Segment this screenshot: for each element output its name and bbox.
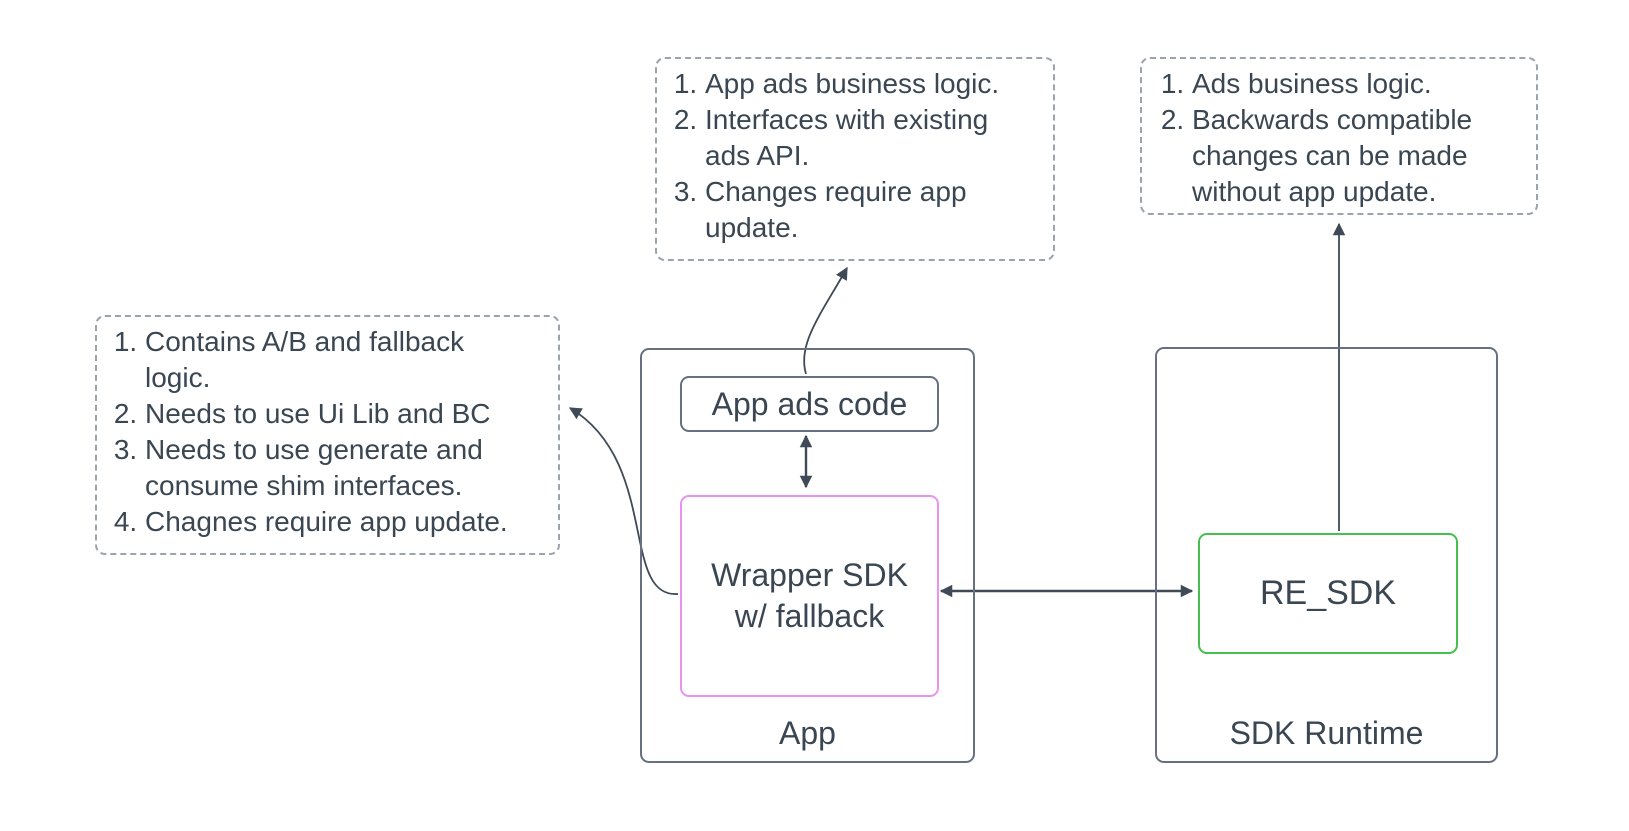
- re-sdk-node: RE_SDK: [1198, 533, 1458, 654]
- app-container-label: App: [779, 715, 836, 751]
- note-re-sdk: Ads business logic. Backwards compatible…: [1140, 57, 1538, 215]
- wrapper-sdk-node: Wrapper SDK w/ fallback: [680, 495, 939, 697]
- note-item: Contains A/B and fallback logic.: [145, 324, 514, 396]
- note-item: Ads business logic.: [1192, 66, 1498, 102]
- note-item: Chagnes require app update.: [145, 504, 514, 540]
- note-item: Changes require app update.: [705, 174, 1023, 246]
- note-item: Interfaces with existing ads API.: [705, 102, 1023, 174]
- app-ads-code-node: App ads code: [680, 376, 939, 432]
- wrapper-sdk-label: Wrapper SDK w/ fallback: [711, 557, 908, 634]
- note-item: Needs to use Ui Lib and BC: [145, 396, 514, 432]
- re-sdk-label: RE_SDK: [1259, 574, 1397, 612]
- note-item: Backwards compatible changes can be made…: [1192, 102, 1498, 210]
- note-item: App ads business logic.: [705, 66, 1023, 102]
- note-re-sdk-list: Ads business logic. Backwards compatible…: [1152, 66, 1498, 210]
- note-app-ads: App ads business logic. Interfaces with …: [655, 57, 1055, 261]
- app-container: App ads code Wrapper SDK w/ fallback App: [640, 348, 975, 763]
- sdk-runtime-container: RE_SDK SDK Runtime: [1155, 347, 1498, 763]
- app-ads-code-label: App ads code: [711, 385, 908, 422]
- note-wrapper-sdk: Contains A/B and fallback logic. Needs t…: [95, 315, 560, 555]
- note-app-ads-list: App ads business logic. Interfaces with …: [665, 66, 1023, 246]
- sdk-runtime-container-label: SDK Runtime: [1229, 715, 1424, 751]
- note-item: Needs to use generate and consume shim i…: [145, 432, 514, 504]
- note-wrapper-sdk-list: Contains A/B and fallback logic. Needs t…: [105, 324, 514, 540]
